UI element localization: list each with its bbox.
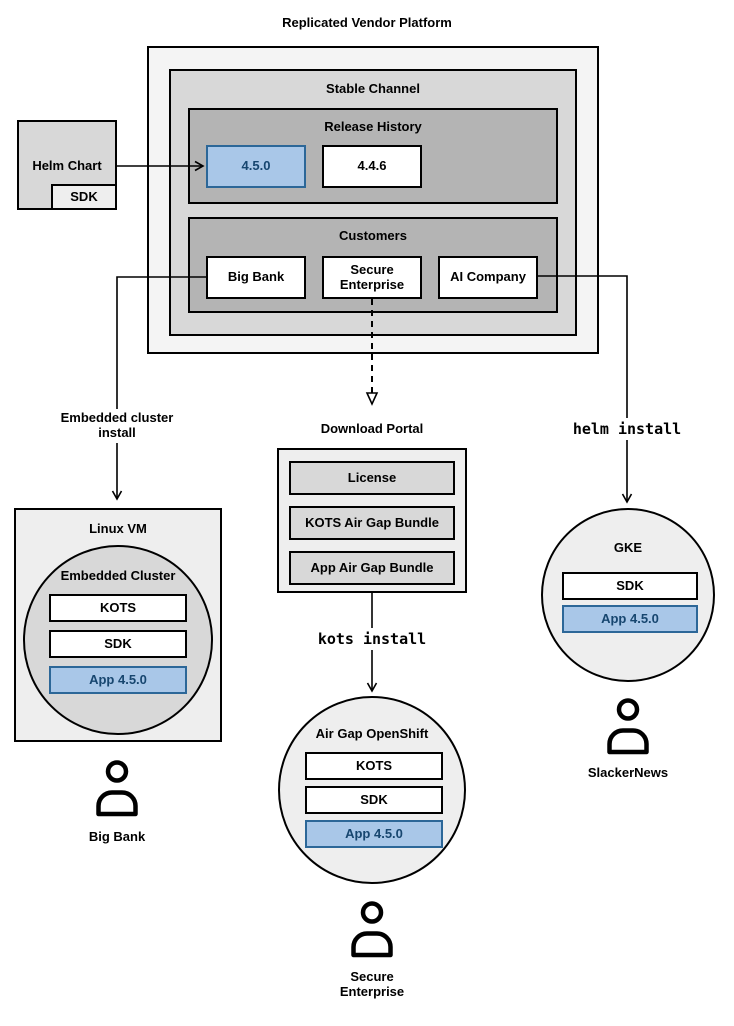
user-label-slackernews: SlackerNews <box>587 765 669 780</box>
user-label-secure-enterprise: Secure Enterprise <box>339 969 405 999</box>
customers-title: Customers <box>339 228 407 243</box>
edge-label-helm-install: helm install <box>567 418 687 440</box>
openshift-app-box: App 4.5.0 <box>305 820 443 848</box>
download-portal-title: Download Portal <box>320 421 424 436</box>
embedded-cluster-sdk-box: SDK <box>49 630 187 658</box>
download-portal-item-license: License <box>289 461 455 495</box>
embedded-cluster-kots-label: KOTS <box>99 599 137 615</box>
gke-title: GKE <box>613 540 643 555</box>
air-gap-openshift-circle: Air Gap OpenShift KOTS SDK App 4.5.0 <box>278 696 466 884</box>
customer-big-bank-label: Big Bank <box>227 269 285 285</box>
embedded-cluster-title: Embedded Cluster <box>60 568 176 583</box>
embedded-cluster-app-box: App 4.5.0 <box>49 666 187 694</box>
customer-big-bank: Big Bank <box>206 256 306 299</box>
embedded-cluster-circle: Embedded Cluster KOTS SDK App 4.5.0 <box>23 545 213 735</box>
gke-sdk-box: SDK <box>562 572 698 600</box>
stable-channel-title: Stable Channel <box>326 81 420 96</box>
openshift-app-label: App 4.5.0 <box>345 825 403 841</box>
customer-ai-company-label: AI Company <box>450 269 526 285</box>
customer-secure-enterprise-label: Secure Enterprise <box>339 261 405 292</box>
customer-ai-company: AI Company <box>438 256 538 299</box>
edge-label-embedded-cluster-install: Embedded cluster install <box>57 409 177 443</box>
customer-secure-enterprise: Secure Enterprise <box>322 256 422 299</box>
release-version-446-label: 4.4.6 <box>357 158 387 174</box>
download-portal-item-app-bundle-label: App Air Gap Bundle <box>310 559 434 575</box>
linux-vm-title: Linux VM <box>89 521 147 536</box>
edge-label-kots-install: kots install <box>312 628 432 650</box>
gke-app-label: App 4.5.0 <box>601 610 659 626</box>
gke-circle: GKE SDK App 4.5.0 <box>541 508 715 682</box>
embedded-cluster-kots-box: KOTS <box>49 594 187 622</box>
embedded-cluster-sdk-label: SDK <box>104 635 132 651</box>
release-history-title: Release History <box>324 119 422 134</box>
helm-chart-title: Helm Chart <box>32 158 102 173</box>
openshift-sdk-box: SDK <box>305 786 443 814</box>
download-portal-item-kots-bundle: KOTS Air Gap Bundle <box>289 506 455 540</box>
linux-vm-box: Linux VM Embedded Cluster KOTS SDK App 4… <box>14 508 222 742</box>
download-portal-item-license-label: License <box>347 469 397 485</box>
download-portal-box: License KOTS Air Gap Bundle App Air Gap … <box>277 448 467 593</box>
user-icon <box>96 760 138 817</box>
helm-chart-sdk-box: SDK <box>51 184 117 210</box>
gke-app-box: App 4.5.0 <box>562 605 698 633</box>
user-label-big-bank: Big Bank <box>88 829 146 844</box>
download-portal-item-kots-bundle-label: KOTS Air Gap Bundle <box>305 514 439 530</box>
download-portal-item-app-bundle: App Air Gap Bundle <box>289 551 455 585</box>
release-version-450-label: 4.5.0 <box>241 158 271 174</box>
openshift-sdk-label: SDK <box>360 791 388 807</box>
user-icon <box>607 698 649 755</box>
release-version-450: 4.5.0 <box>206 145 306 188</box>
openshift-kots-label: KOTS <box>355 757 393 773</box>
release-version-446: 4.4.6 <box>322 145 422 188</box>
gke-sdk-label: SDK <box>616 577 644 593</box>
air-gap-openshift-title: Air Gap OpenShift <box>315 726 429 741</box>
helm-chart-sdk-label: SDK <box>70 188 98 204</box>
user-icon <box>351 901 393 958</box>
embedded-cluster-app-label: App 4.5.0 <box>89 671 147 687</box>
diagram-title: Replicated Vendor Platform <box>282 15 452 30</box>
openshift-kots-box: KOTS <box>305 752 443 780</box>
